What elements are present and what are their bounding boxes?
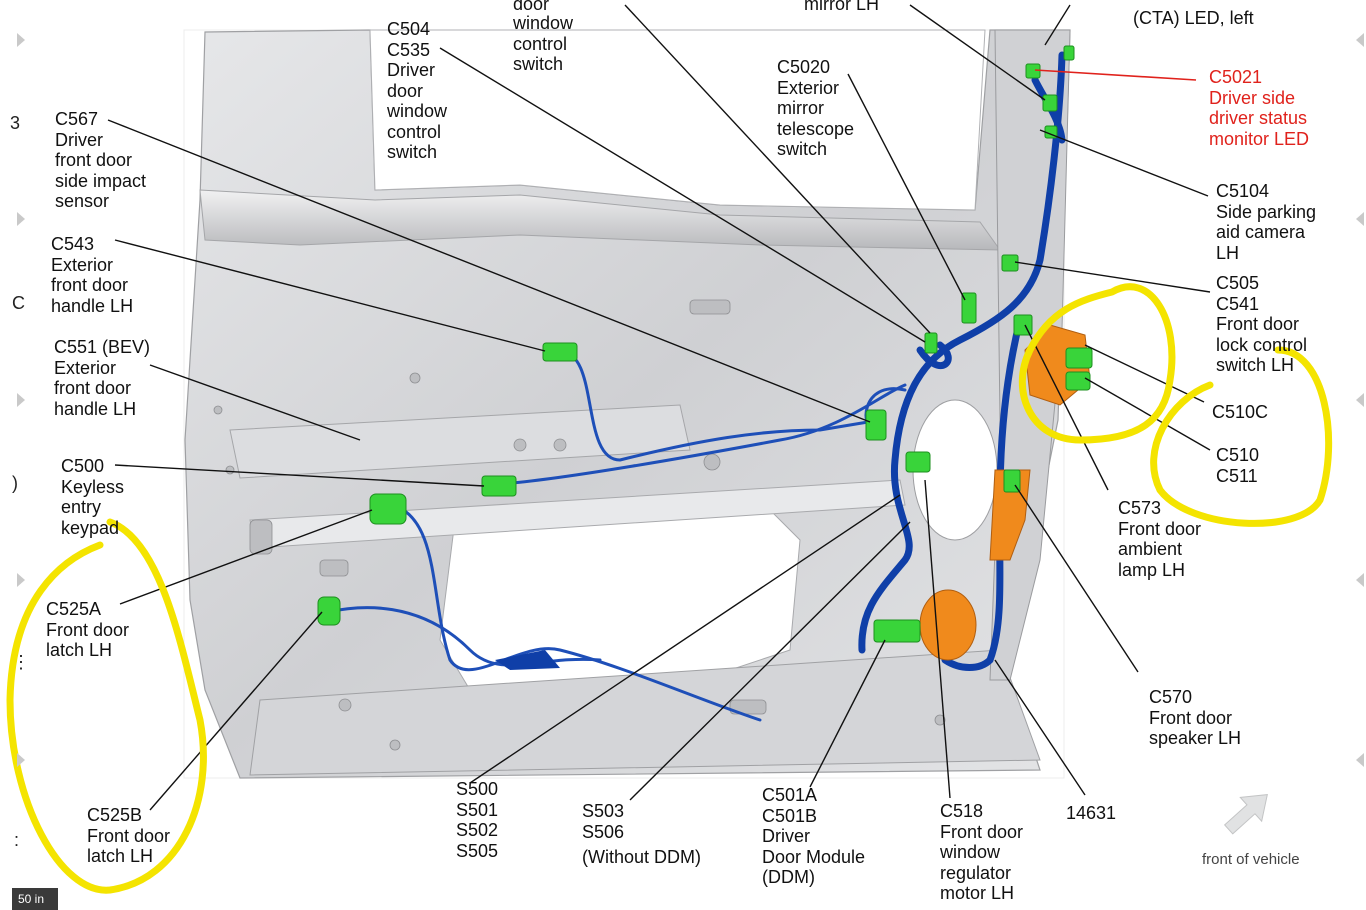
label-c500: C500 Keyless entry keypad [61,456,125,538]
next-page-arrow-icon[interactable] [1356,393,1364,407]
label-c551: C551 (BEV) Exterior front door handle LH [54,337,151,419]
edge-glyph: 3 [10,113,21,133]
label-c573: C573 Front door ambient lamp LH [1118,498,1202,580]
label-c510: C510 C511 [1216,445,1260,486]
prev-page-arrow-icon[interactable] [17,753,25,767]
lower-rail [249,649,1041,776]
label-c504: C504 C535 Driver door window control swi… [387,19,448,162]
label-c570: C570 Front door speaker LH [1149,687,1242,748]
label-c501: C501A C501B Driver Door Module (DDM) [762,785,866,887]
zoom-level-badge[interactable]: 50 in [12,888,58,910]
label-c505: C505 C541 Front door lock control switch… [1216,273,1308,375]
next-page-arrow-icon[interactable] [1356,212,1364,226]
label-s503: S503 S506 [582,801,625,842]
c5021-leader [1034,69,1197,81]
front-arrow-icon [1223,794,1268,835]
label-14631: 14631 [1066,803,1117,823]
label-c510c: C510C [1212,402,1269,422]
label-c518: C518 Front door window regulator motor L… [940,801,1024,903]
label-front-of-vehicle: front of vehicle [1202,851,1300,868]
next-page-arrow-icon[interactable] [1356,753,1364,767]
highlight-annotations [6,283,1333,894]
label-top-partial-door: door [513,0,550,14]
edge-glyph: ⋮ [12,652,30,672]
window-frame-opening [369,29,986,211]
prev-page-arrow-icon[interactable] [17,573,25,587]
label-c5020: C5020 Exterior mirror telescope switch [777,57,855,159]
panel-holes [213,299,946,751]
label-without-ddm: (Without DDM) [582,847,702,867]
edge-glyph: ) [12,473,18,493]
edge-glyph: C [12,293,25,313]
prev-page-arrow-icon[interactable] [17,212,25,226]
label-s500: S500 S501 S502 S505 [456,779,499,861]
label-c5104: C5104 Side parking aid camera LH [1216,181,1317,263]
harness-strap [495,650,560,670]
next-page-arrow-icon[interactable] [1356,573,1364,587]
label-cta-led: (CTA) LED, left [1133,8,1254,28]
label-window-control-switch: window control switch [513,13,574,74]
edge-glyph: : [14,830,20,850]
next-page-arrow-icon[interactable] [1356,33,1364,47]
label-c525a: C525A Front door latch LH [46,599,130,660]
label-c567: C567 Driver front door side impact senso… [55,109,147,211]
label-c5021: C5021 Driver side driver status monitor … [1209,67,1310,149]
label-c543: C543 Exterior front door handle LH [51,234,134,316]
stiffener-rib-1 [229,404,691,479]
prev-page-arrow-icon[interactable] [17,393,25,407]
leader-lines [107,4,1211,811]
label-top-partial-mirror: mirror LH [804,0,879,14]
label-c525b: C525B Front door latch LH [87,805,171,866]
prev-page-arrow-icon[interactable] [17,33,25,47]
